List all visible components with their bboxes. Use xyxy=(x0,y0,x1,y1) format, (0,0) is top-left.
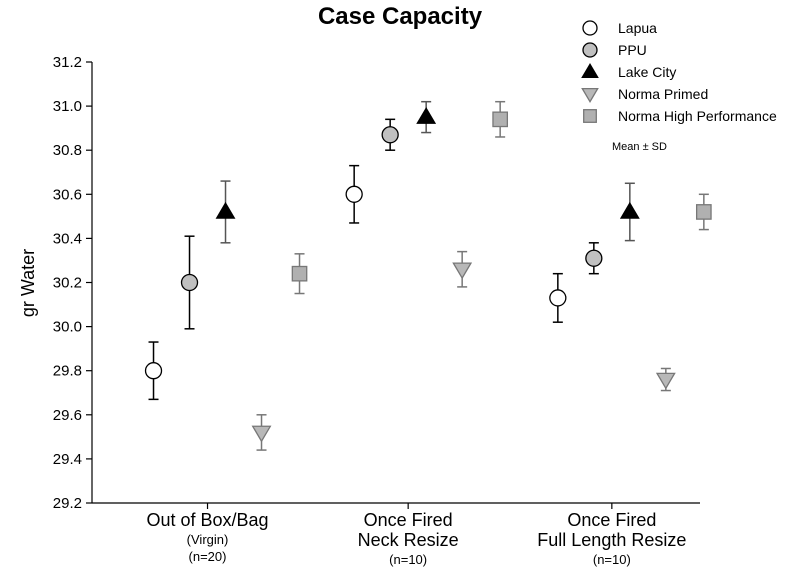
x-category-sublabel: (n=10) xyxy=(389,552,427,567)
data-point-norma-primed xyxy=(452,262,473,280)
data-point-lapua xyxy=(345,185,363,203)
data-point-norma-primed xyxy=(251,425,272,443)
y-tick-label: 29.2 xyxy=(53,495,82,512)
y-tick-label: 30.6 xyxy=(53,186,82,203)
y-axis-label: gr Water xyxy=(18,249,38,317)
legend-marker xyxy=(583,109,597,123)
y-tick-label: 29.6 xyxy=(53,407,82,424)
x-category-label: Once Fired xyxy=(567,510,656,530)
data-marks xyxy=(144,100,712,451)
data-point-norma-high-performance xyxy=(492,111,509,128)
y-tick-label: 30.0 xyxy=(53,319,82,336)
x-category-sublabel: (n=10) xyxy=(593,552,631,567)
data-point-lapua xyxy=(144,362,163,380)
y-tick-label: 31.2 xyxy=(53,54,82,71)
x-category-label: Neck Resize xyxy=(358,530,459,550)
y-tick-label: 31.0 xyxy=(53,98,82,115)
chart-title: Case Capacity xyxy=(318,3,483,30)
legend-marker xyxy=(581,63,599,79)
y-tick-label: 30.2 xyxy=(53,275,82,292)
axes: 29.2 29.4 29.6 29.8 30.0 30.2 30.4 30.6 30.8 31.0… xyxy=(53,54,700,567)
data-point-norma-high-performance xyxy=(291,265,308,282)
legend-label: Lapua xyxy=(618,20,657,36)
legend-label: Lake City xyxy=(618,64,676,80)
x-category-sublabel: (Virgin) xyxy=(187,532,229,547)
legend-label: PPU xyxy=(618,42,647,58)
legend-note: Mean ± SD xyxy=(612,141,667,153)
y-tick-label: 29.8 xyxy=(53,363,82,380)
y-tick-label: 30.4 xyxy=(53,230,82,247)
data-point-lake-city xyxy=(215,201,236,219)
data-point-lapua xyxy=(549,289,567,307)
legend-marker xyxy=(581,87,599,103)
x-category-label: Full Length Resize xyxy=(537,530,686,550)
x-category-sublabel: (n=20) xyxy=(189,549,227,564)
data-point-ppu xyxy=(180,273,199,292)
x-category-label: Out of Box/Bag xyxy=(146,510,268,530)
legend-marker xyxy=(582,20,598,36)
data-point-ppu xyxy=(585,249,603,267)
data-point-ppu xyxy=(381,126,399,144)
data-point-lake-city xyxy=(619,201,640,219)
data-point-lake-city xyxy=(416,107,437,124)
y-tick-label: 30.8 xyxy=(53,142,82,159)
y-tick-label: 29.4 xyxy=(53,451,82,468)
x-category-label: Once Fired xyxy=(364,510,453,530)
legend-label: Norma Primed xyxy=(618,86,708,102)
data-point-norma-high-performance xyxy=(695,204,712,220)
legend-marker xyxy=(582,42,598,58)
data-point-norma-primed xyxy=(655,372,676,390)
legend-label: Norma High Performance xyxy=(618,108,777,124)
